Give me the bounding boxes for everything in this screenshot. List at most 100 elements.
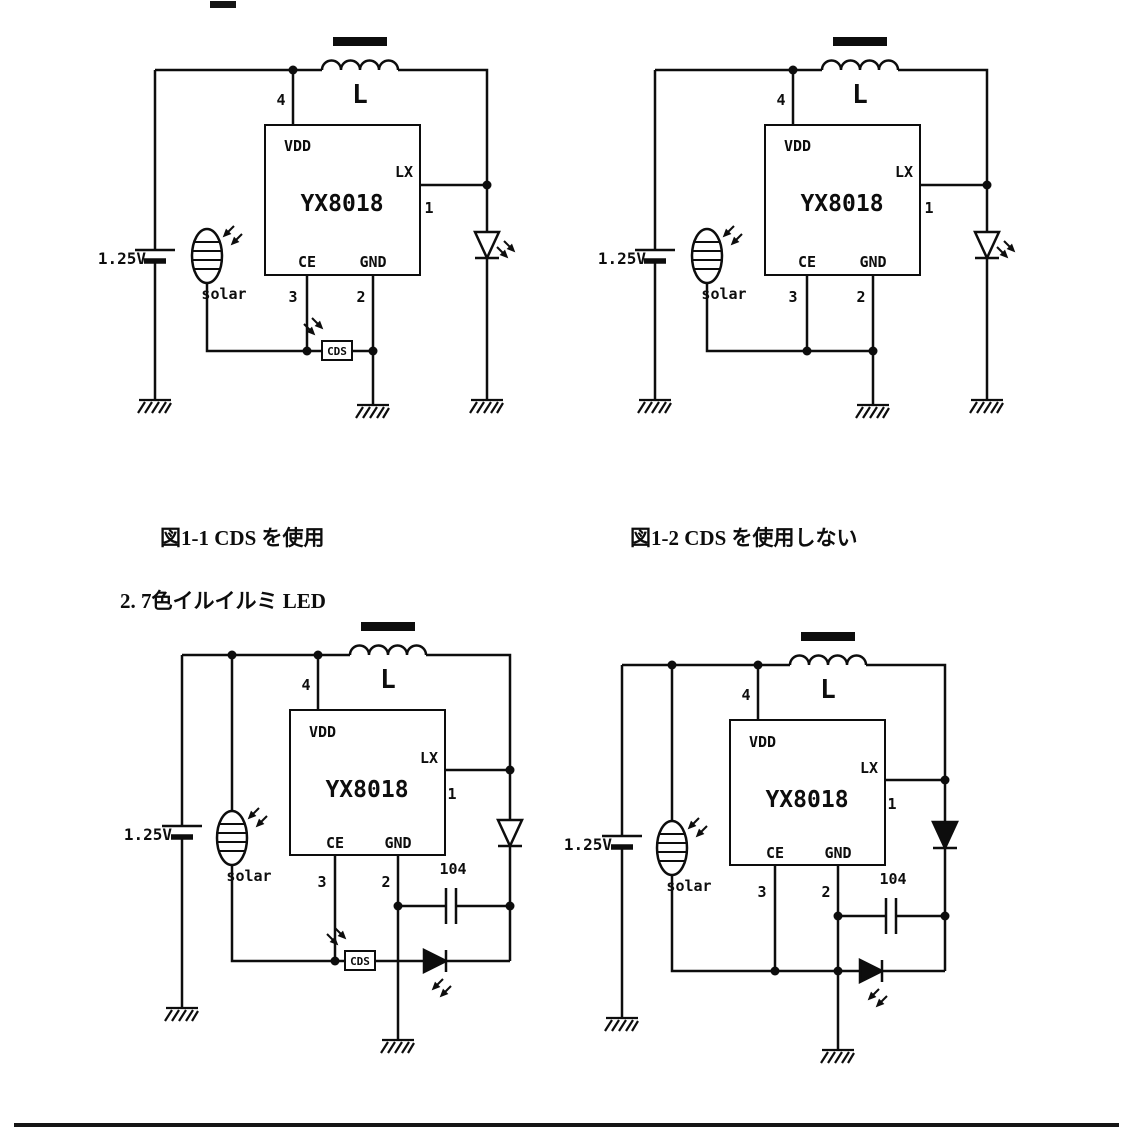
solar-label: solar: [701, 285, 746, 303]
solar-cell-symbol: [215, 809, 249, 867]
battery-label: 1.25V: [98, 249, 147, 268]
light-arrow-icon: [323, 930, 343, 950]
solar-label: solar: [226, 867, 271, 885]
pin-label-ce: CE: [798, 253, 816, 271]
battery-label: 1.25V: [124, 825, 173, 844]
circuit-7color-nocds: VDD LX YX8018 CE GND 4 1 3 2 L 1.25V sol…: [564, 630, 959, 1065]
ic-body: [264, 124, 421, 276]
pin-number-3: 3: [317, 873, 326, 891]
junction-dot: [330, 956, 340, 966]
ground-icon: [636, 398, 673, 415]
solar-cell-symbol: [655, 819, 689, 877]
ground-icon: [136, 398, 173, 415]
ground-icon: [854, 403, 891, 420]
junction-dot: [288, 65, 298, 75]
ic-body: [764, 124, 921, 276]
wires: [653, 68, 989, 405]
junction-dot: [302, 346, 312, 356]
pin-number-4: 4: [276, 91, 285, 109]
pin-label-ce: CE: [766, 844, 784, 862]
inductor-symbol: [820, 35, 900, 72]
pin-number-1: 1: [447, 785, 456, 803]
circuit-fig1-2: VDD LX YX8018 CE GND 4 1 3 2 L 1.25V sol…: [598, 35, 1020, 420]
circuit-7color-cds: VDD LX YX8018 CE GND 4 1 3 2 L 1.25V sol…: [124, 620, 524, 1055]
scan-artifact-top: [210, 1, 236, 8]
ground-icon: [819, 1048, 856, 1065]
ground-icon: [968, 398, 1005, 415]
scan-artifact-bottom-line: [14, 1123, 1119, 1127]
ic-body: [729, 719, 886, 866]
pin-label-lx: LX: [420, 749, 438, 767]
light-arrow-icon: [435, 982, 455, 1002]
pin-number-1: 1: [424, 199, 433, 217]
wires: [620, 663, 947, 1050]
junction-dot: [833, 911, 843, 921]
pin-number-4: 4: [301, 676, 310, 694]
pin-label-lx: LX: [395, 163, 413, 181]
solar-cell-symbol: [690, 227, 724, 285]
junction-dot: [227, 650, 237, 660]
pin-number-2: 2: [381, 873, 390, 891]
junction-dot: [982, 180, 992, 190]
inductor-symbol: [788, 630, 868, 667]
solar-label: solar: [201, 285, 246, 303]
capacitor-label: 104: [439, 860, 466, 878]
led-symbol: [473, 230, 501, 260]
pin-label-gnd: GND: [859, 253, 886, 271]
junction-dot: [802, 346, 812, 356]
junction-dot: [753, 660, 763, 670]
inductor-label: L: [852, 80, 868, 110]
ic-name: YX8018: [325, 777, 408, 803]
junction-dot: [393, 901, 403, 911]
ground-icon: [379, 1038, 416, 1055]
pin-label-gnd: GND: [359, 253, 386, 271]
cds-label: CDS: [350, 955, 370, 968]
section-heading: 2. 7色イルイルミ LED: [120, 589, 326, 613]
pin-label-lx: LX: [860, 759, 878, 777]
pin-number-2: 2: [821, 883, 830, 901]
pin-label-vdd: VDD: [284, 137, 311, 155]
pin-number-3: 3: [288, 288, 297, 306]
pin-label-vdd: VDD: [784, 137, 811, 155]
battery-label: 1.25V: [598, 249, 647, 268]
ground-icon: [603, 1016, 640, 1033]
solar-label: solar: [666, 877, 711, 895]
inductor-label: L: [380, 665, 396, 695]
ic-name: YX8018: [300, 191, 383, 217]
junction-dot: [667, 660, 677, 670]
pin-label-vdd: VDD: [309, 723, 336, 741]
junction-dot: [505, 901, 515, 911]
inductor-symbol: [348, 620, 428, 657]
capacitor-label: 104: [879, 870, 906, 888]
pin-number-3: 3: [757, 883, 766, 901]
ic-body: [289, 709, 446, 856]
pin-label-gnd: GND: [824, 844, 851, 862]
pin-label-gnd: GND: [384, 834, 411, 852]
pin-number-1: 1: [924, 199, 933, 217]
junction-dot: [770, 966, 780, 976]
junction-dot: [940, 775, 950, 785]
inductor-label: L: [352, 80, 368, 110]
led-symbol: [496, 818, 524, 848]
pin-number-3: 3: [788, 288, 797, 306]
circuit-fig1-1: VDD LX YX8018 CE GND 4 1 3 2 L 1.25V sol…: [98, 35, 520, 420]
battery-label: 1.25V: [564, 835, 613, 854]
led-symbol: [931, 820, 959, 850]
pin-label-lx: LX: [895, 163, 913, 181]
pin-label-ce: CE: [298, 253, 316, 271]
ic-name: YX8018: [800, 191, 883, 217]
caption-fig1-1: 図1-1 CDS を使用: [160, 526, 325, 550]
junction-dot: [788, 65, 798, 75]
cds-label: CDS: [327, 345, 347, 358]
led-symbol: [973, 230, 1001, 260]
junction-dot: [868, 346, 878, 356]
led-symbol: [858, 958, 884, 984]
pin-number-4: 4: [741, 686, 750, 704]
solar-cell-symbol: [190, 227, 224, 285]
pin-number-2: 2: [856, 288, 865, 306]
wires: [153, 68, 489, 405]
light-arrow-icon: [300, 320, 320, 340]
pin-number-4: 4: [776, 91, 785, 109]
capacitor-symbol: [444, 888, 458, 924]
